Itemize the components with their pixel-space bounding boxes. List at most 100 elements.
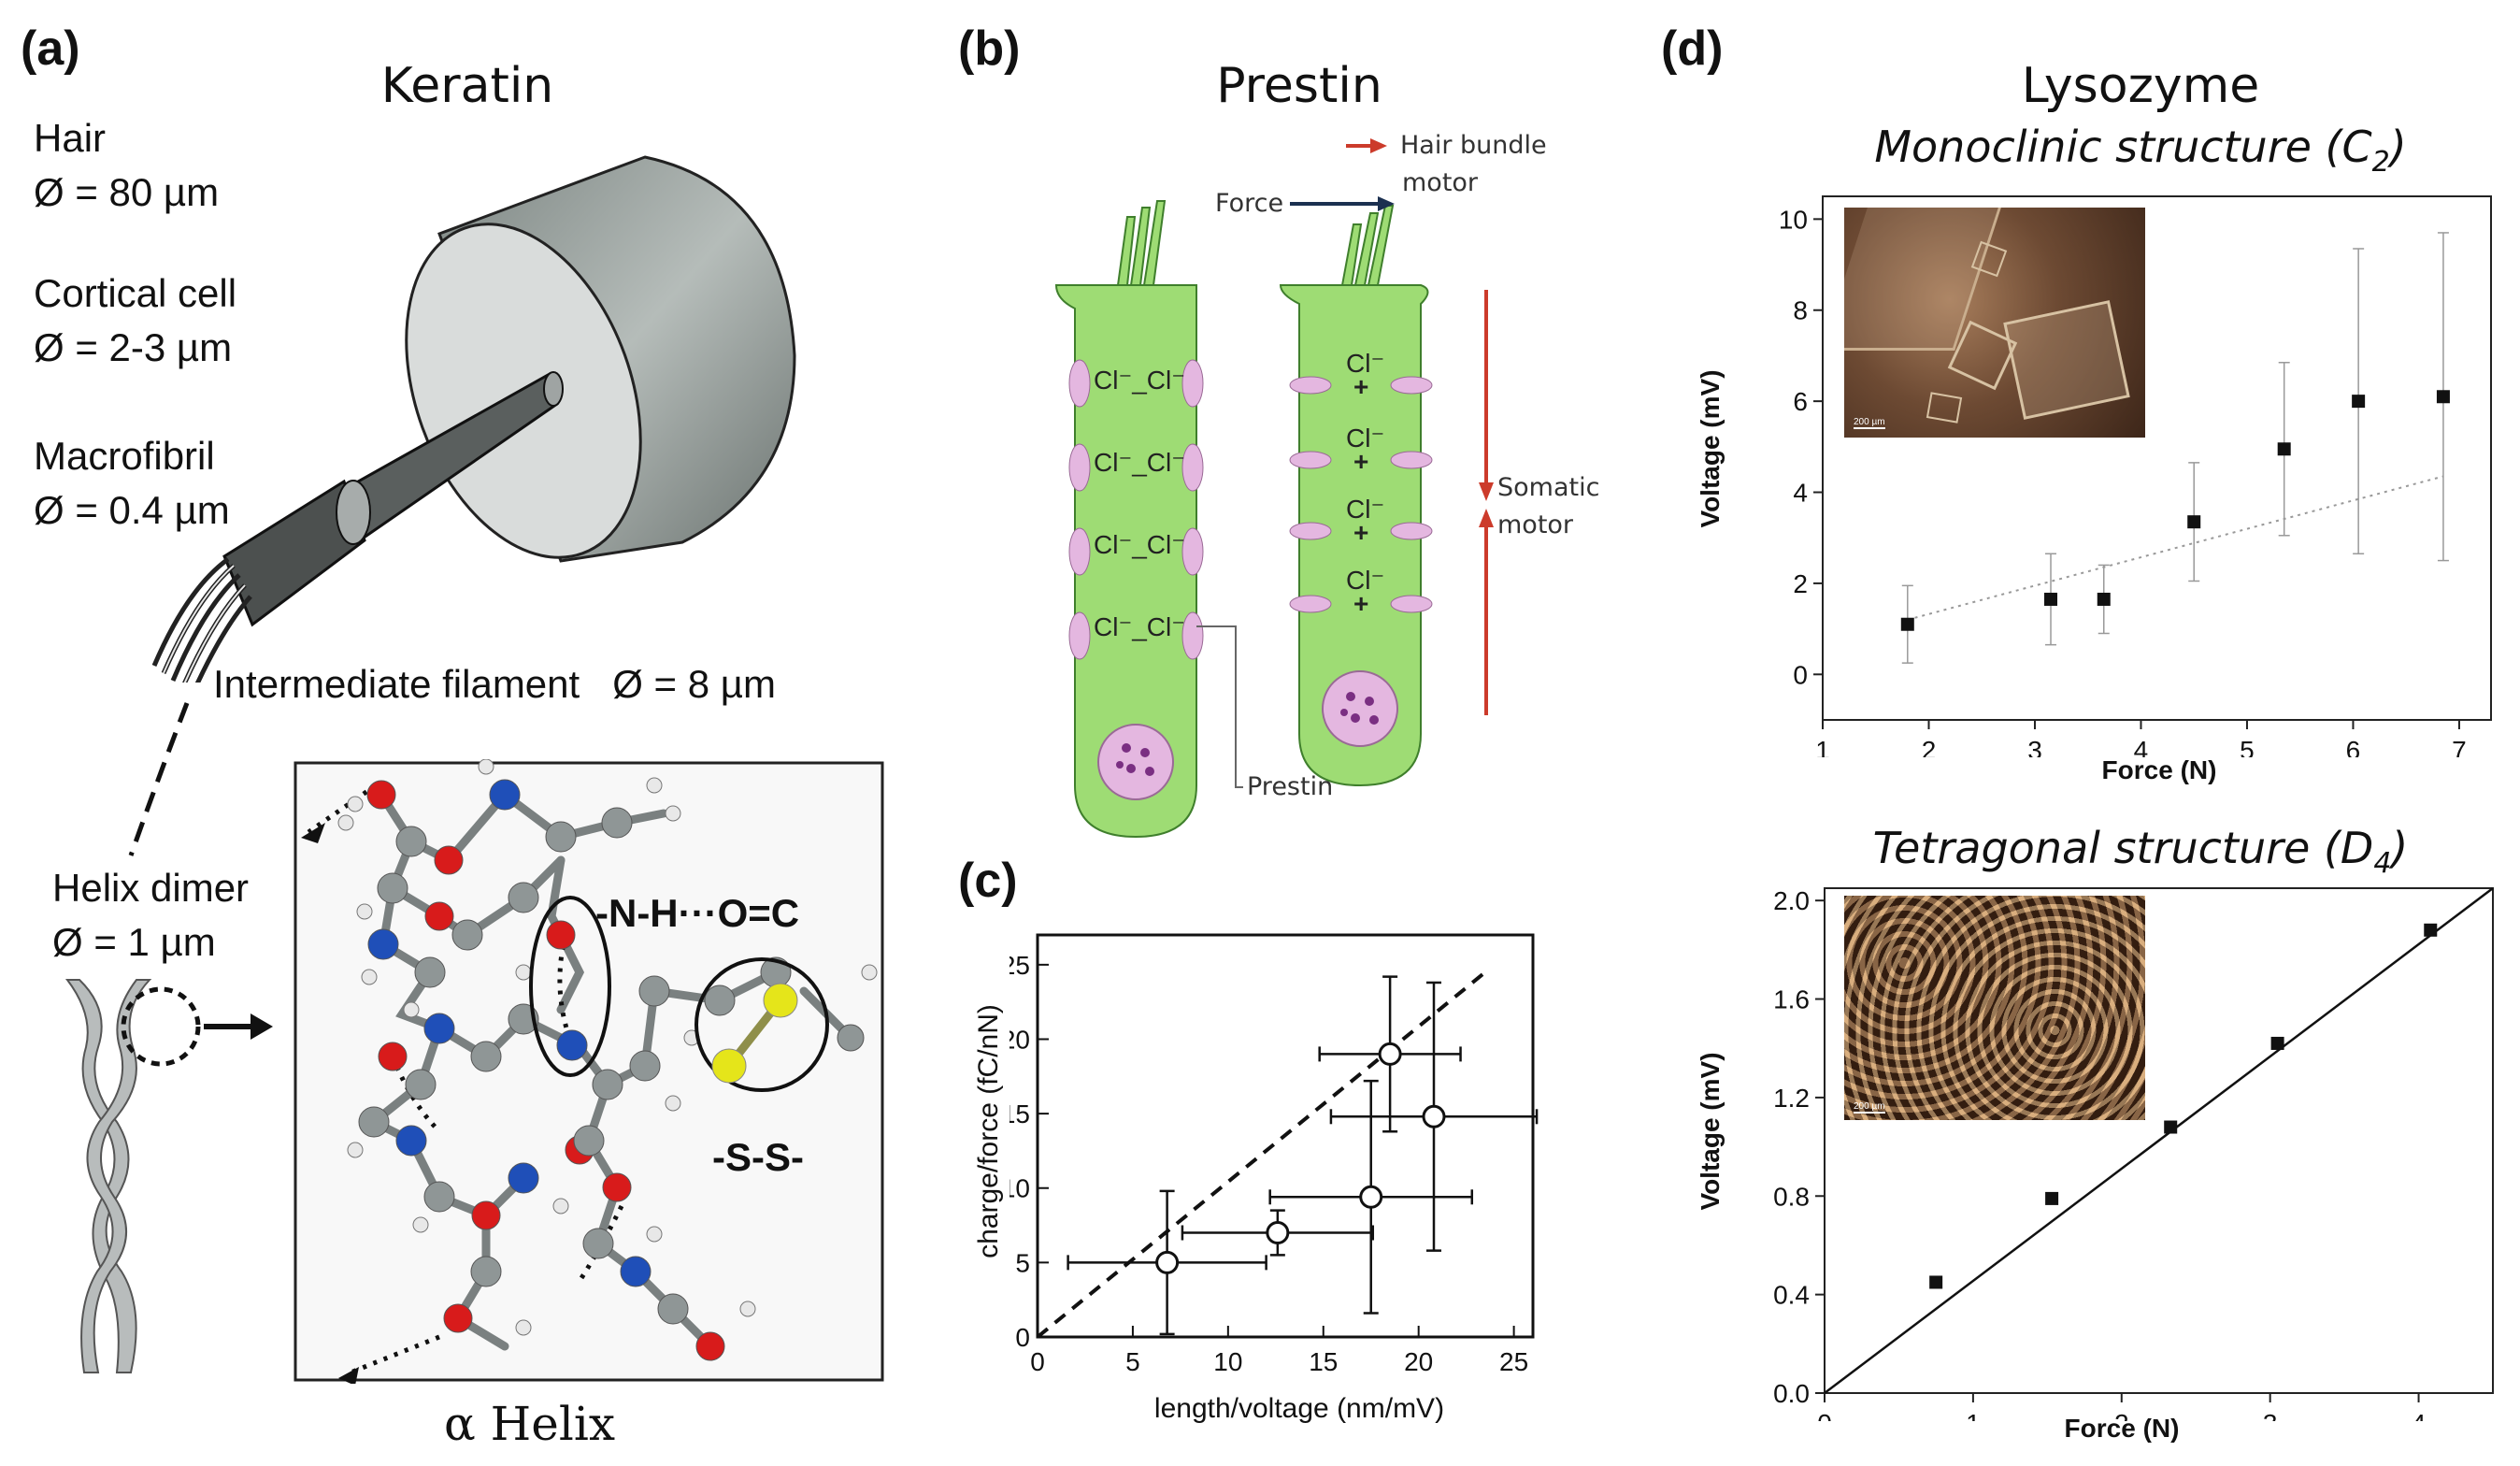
panel-d-label: (d) [1661, 22, 1724, 76]
y-tick-label: 10 [1779, 205, 1808, 234]
data-point [1378, 1042, 1402, 1066]
cell-contracted [1054, 200, 1204, 839]
y-tick-label: 6 [1793, 387, 1808, 416]
atoms [358, 779, 865, 1361]
top-subtitle: Monoclinic structure (C2) [1874, 122, 2407, 180]
panel-c-chart: 05101520250510152025 [1009, 933, 1539, 1376]
cell-elongated [1279, 205, 1433, 787]
charge-plus-2: + [1353, 447, 1369, 476]
charge-plus-3: + [1353, 518, 1369, 547]
cl-pair-1: Cl⁻_Cl⁻ [1094, 366, 1186, 395]
tetragonal-micrograph: 200 µm [1844, 896, 2145, 1120]
x-tick-label: 15 [1309, 1347, 1338, 1376]
data-point [1422, 1104, 1446, 1128]
helix-dimer-diameter: Ø = 1 µm [52, 920, 216, 964]
x-tick-label: 3 [2263, 1409, 2278, 1421]
disulfide-label: -S-S- [712, 1135, 804, 1179]
macrofibril-label: Macrofibril [34, 434, 215, 478]
x-tick-label: 2 [2114, 1409, 2129, 1421]
x-tick-label: 20 [1404, 1347, 1433, 1376]
cl-pair-4: Cl⁻_Cl⁻ [1094, 612, 1186, 641]
data-point [2187, 515, 2201, 529]
data-point [2164, 1120, 2178, 1134]
alpha-helix-label: α Helix [444, 1397, 616, 1451]
cl-pair-2: Cl⁻_Cl⁻ [1094, 448, 1186, 477]
x-tick-label: 2 [1922, 736, 1937, 757]
hbond-ring [529, 896, 611, 1077]
charge-plus-1: + [1353, 372, 1369, 401]
charge-plus-4: + [1353, 589, 1369, 618]
somatic-motor-label: motor [1497, 510, 1574, 539]
panel-a-label: (a) [21, 22, 80, 76]
bottom-xlabel: Force (N) [2064, 1414, 2180, 1443]
panel-c-label: (c) [958, 854, 1018, 908]
panel-c-xlabel: length/voltage (nm/mV) [1153, 1393, 1445, 1424]
data-point [2277, 442, 2291, 456]
y-tick-label: 15 [1009, 1100, 1030, 1128]
x-tick-label: 5 [1125, 1347, 1140, 1376]
data-point [1929, 1275, 1943, 1289]
x-tick-label: 6 [2346, 736, 2361, 757]
hair-label: Hair [34, 116, 107, 160]
plot-frame [1824, 887, 2494, 1394]
data-point [2424, 923, 2438, 937]
data-point [1900, 617, 1914, 631]
force-label: Force [1215, 189, 1284, 218]
plot-frame [1822, 195, 2492, 721]
x-tick-label: 10 [1213, 1347, 1242, 1376]
cl-pair-3: Cl⁻_Cl⁻ [1094, 530, 1186, 559]
hair-bundle-label: Hair bundle [1400, 131, 1547, 160]
coiled-coil [64, 979, 152, 1373]
x-tick-label: 7 [2452, 736, 2467, 757]
data-point [1266, 1221, 1290, 1245]
panel-c-ylabel: charge/force (fC/nN) [973, 1004, 1004, 1258]
somatic-label: Somatic [1497, 473, 1600, 502]
y-tick-label: 2.0 [1773, 886, 1810, 915]
x-tick-label: 0 [1030, 1347, 1045, 1376]
y-tick-label: 0 [1015, 1323, 1030, 1352]
hair-diameter: Ø = 80 µm [34, 170, 220, 214]
fit-line [1824, 887, 2494, 1394]
top-ylabel: Voltage (mV) [1696, 369, 1725, 528]
bottom-scale-bar: 200 µm [1854, 1101, 1885, 1114]
y-tick-label: 0.8 [1773, 1182, 1810, 1211]
fit-line [1907, 475, 2444, 621]
tetragonal-chart: 0 1 2 3 4 0.0 0.4 0.8 1.2 1.6 2.0 [1773, 886, 2494, 1421]
helix-dimer-illustration [64, 702, 273, 1373]
y-tick-label: 25 [1009, 951, 1030, 980]
y-tick-label: 1.6 [1773, 985, 1810, 1014]
bottom-ylabel: Voltage (mV) [1696, 1052, 1725, 1211]
x-tick-label: 1 [1966, 1409, 1981, 1421]
x-tick-label: 5 [2240, 736, 2255, 757]
data-point [2045, 1191, 2059, 1205]
data-point [2097, 592, 2111, 606]
helix-dimer-label: Helix dimer [52, 866, 250, 910]
data-point [2044, 592, 2058, 606]
y-tick-label: 20 [1009, 1025, 1030, 1054]
panel-a-title: Keratin [380, 58, 554, 114]
keratin-hierarchy-illustration [151, 155, 796, 683]
y-tick-label: 8 [1793, 296, 1808, 325]
cl-ion-2: Cl⁻ [1346, 424, 1385, 453]
y-tick-label: 0.4 [1773, 1281, 1810, 1310]
y-tick-label: 1.2 [1773, 1084, 1810, 1113]
monoclinic-micrograph: 200 µm [1844, 208, 2145, 438]
data-point [2270, 1036, 2284, 1050]
y-tick-label: 0.0 [1773, 1379, 1810, 1408]
panel-c-frame [1036, 933, 1535, 1339]
x-tick-label: 4 [2412, 1409, 2427, 1421]
cl-ion-1: Cl⁻ [1346, 349, 1385, 378]
x-tick-label: 0 [1817, 1409, 1832, 1421]
cortical-cell-diameter: Ø = 2-3 µm [34, 325, 233, 369]
prestin-cell-illustration [1054, 138, 1494, 839]
y-tick-label: 5 [1015, 1248, 1030, 1277]
cortical-cell-label: Cortical cell [34, 271, 237, 315]
data-point [2436, 390, 2450, 404]
cl-ion-4: Cl⁻ [1346, 566, 1385, 595]
x-tick-label: 3 [2027, 736, 2042, 757]
y-tick-label: 10 [1009, 1174, 1030, 1203]
prestin-label: Prestin [1247, 772, 1334, 801]
top-scale-bar: 200 µm [1854, 417, 1885, 429]
top-xlabel: Force (N) [2101, 755, 2217, 784]
